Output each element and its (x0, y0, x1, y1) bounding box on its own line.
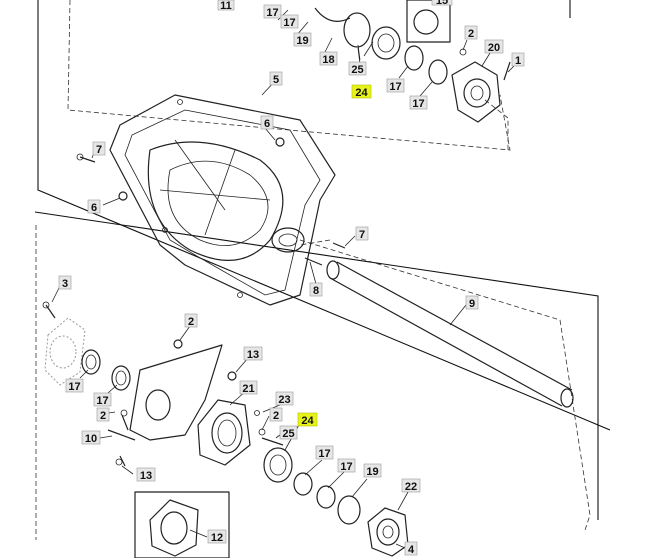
svg-text:20: 20 (488, 42, 500, 54)
svg-text:17: 17 (266, 7, 278, 19)
svg-text:19: 19 (296, 35, 308, 47)
svg-text:17: 17 (283, 17, 295, 29)
svg-text:2: 2 (188, 316, 194, 328)
svg-text:11: 11 (220, 0, 232, 12)
svg-text:17: 17 (412, 98, 424, 110)
callout-17[interactable]: 17 (386, 78, 405, 93)
svg-text:17: 17 (389, 81, 401, 93)
svg-text:5: 5 (273, 74, 279, 86)
callout-17[interactable]: 17 (65, 378, 84, 393)
callout-2[interactable]: 2 (184, 313, 198, 328)
callout-19[interactable]: 19 (363, 463, 382, 478)
callout-10[interactable]: 10 (81, 430, 101, 445)
svg-text:6: 6 (264, 118, 270, 130)
rotor-frame (109, 94, 336, 306)
lower-left-seals (81, 349, 131, 391)
svg-text:9: 9 (469, 298, 475, 310)
callout-21[interactable]: 21 (239, 380, 258, 395)
leader-lines (51, 9, 515, 549)
svg-text:6: 6 (91, 202, 97, 214)
callout-8[interactable]: 8 (309, 282, 323, 297)
lower-bearing-group (261, 437, 409, 557)
callout-19[interactable]: 19 (293, 32, 312, 47)
callout-17[interactable]: 17 (93, 392, 112, 407)
callout-6[interactable]: 6 (87, 199, 101, 214)
upper-bearing-group (314, 0, 511, 123)
callout-2[interactable]: 2 (464, 25, 478, 40)
callout-13[interactable]: 13 (136, 467, 156, 482)
svg-text:25: 25 (351, 64, 363, 76)
callout-13[interactable]: 13 (243, 346, 263, 361)
callout-17[interactable]: 17 (337, 458, 356, 473)
callout-11[interactable]: 11 (217, 0, 235, 12)
svg-text:18: 18 (322, 54, 334, 66)
callout-2[interactable]: 2 (269, 407, 283, 422)
callout-6[interactable]: 6 (260, 115, 274, 130)
svg-text:13: 13 (140, 470, 152, 482)
svg-text:23: 23 (278, 394, 290, 406)
lower-assembly-frame (34, 211, 599, 520)
callout-17[interactable]: 17 (263, 4, 282, 19)
svg-text:22: 22 (405, 481, 417, 493)
svg-text:8: 8 (313, 285, 319, 297)
inset-box (134, 491, 230, 558)
svg-text:13: 13 (247, 349, 259, 361)
svg-text:24: 24 (301, 415, 314, 427)
svg-text:1: 1 (515, 55, 521, 67)
bearing-housing (197, 399, 266, 466)
callout-24-highlighted[interactable]: 24 (297, 412, 318, 427)
callout-22[interactable]: 22 (401, 478, 421, 493)
svg-text:17: 17 (68, 381, 80, 393)
callout-17[interactable]: 17 (315, 445, 334, 460)
svg-text:7: 7 (96, 144, 102, 156)
svg-text:17: 17 (318, 448, 330, 460)
mounting-plate (107, 339, 237, 467)
svg-text:10: 10 (85, 433, 97, 445)
callout-12[interactable]: 12 (207, 529, 227, 544)
callout-4[interactable]: 4 (404, 541, 418, 556)
callout-17[interactable]: 17 (409, 95, 428, 110)
svg-text:3: 3 (62, 278, 68, 290)
svg-text:19: 19 (366, 466, 378, 478)
shaft (326, 260, 574, 408)
svg-text:2: 2 (468, 28, 474, 40)
svg-text:7: 7 (359, 229, 365, 241)
svg-text:15: 15 (436, 0, 448, 7)
callout-7[interactable]: 7 (355, 226, 369, 241)
svg-text:17: 17 (96, 395, 108, 407)
callout-18[interactable]: 18 (319, 51, 338, 66)
svg-text:2: 2 (273, 410, 279, 422)
svg-text:21: 21 (242, 383, 254, 395)
callout-7[interactable]: 7 (92, 141, 106, 156)
callout-5[interactable]: 5 (269, 71, 283, 86)
svg-text:4: 4 (408, 544, 415, 556)
callout-20[interactable]: 20 (484, 39, 504, 54)
svg-text:25: 25 (282, 428, 294, 440)
upper-bolts (76, 137, 346, 266)
callout-15[interactable]: 15 (431, 0, 453, 7)
callout-17[interactable]: 17 (280, 14, 299, 29)
callout-25[interactable]: 25 (279, 425, 298, 440)
upper-assembly-frame (37, 0, 611, 431)
svg-text:17: 17 (340, 461, 352, 473)
callout-1[interactable]: 1 (511, 52, 525, 67)
callout-23[interactable]: 23 (275, 391, 294, 406)
svg-text:24: 24 (355, 87, 368, 99)
svg-text:2: 2 (100, 410, 106, 422)
callout-2[interactable]: 2 (96, 407, 110, 422)
callout-25[interactable]: 25 (348, 61, 367, 76)
callout-9[interactable]: 9 (465, 295, 479, 310)
ghost-flange (42, 301, 86, 386)
callout-3[interactable]: 3 (58, 275, 72, 290)
callout-24-highlighted[interactable]: 24 (351, 84, 372, 99)
svg-text:12: 12 (211, 532, 223, 544)
